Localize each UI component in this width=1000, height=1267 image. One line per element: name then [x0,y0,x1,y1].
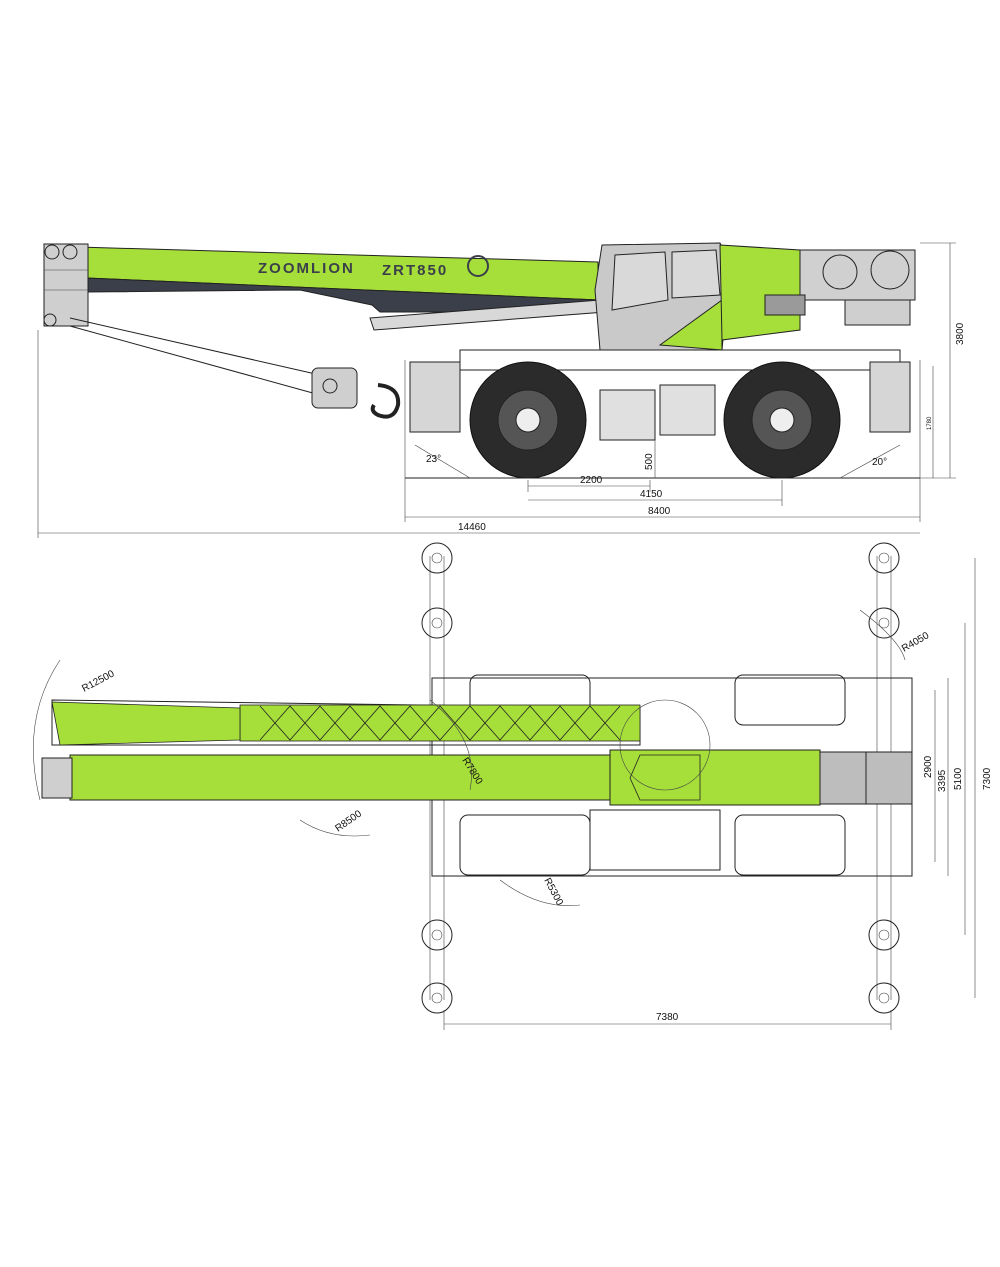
side-dimension-lines [37,242,956,538]
hoist-rope [69,317,321,376]
swing-radii [33,609,906,906]
boom-head [43,243,89,327]
operator-cab [594,242,731,351]
side-view: 2200 4150 8400 14460 500 3800 1780 23° 2… [37,242,966,538]
outrigger-pad-icon [421,542,453,574]
top-dimension-lines [443,558,976,1030]
dim-overall-height: 3800 [955,322,966,345]
dim-ground-clearance: 500 [644,453,655,470]
dim-radius-boom: R8500 [333,808,364,834]
lattice-jib [51,699,641,746]
superstructure [719,244,916,341]
chassis [409,349,911,441]
cab-top [589,809,721,871]
brand-model-text: ZRT850 [382,262,448,279]
dim-outrigger-full-width: 7300 [982,767,993,790]
dim-departure-angle: 20° [872,457,887,468]
brand-emblem-icon [467,255,489,277]
rear-wheel-icon [723,361,841,479]
dim-wheelbase-outer: 8400 [648,506,671,517]
dim-body-width: 2900 [923,755,934,778]
side-dimension-labels: 2200 4150 8400 14460 500 3800 1780 23° 2… [426,322,966,533]
top-dimension-labels: 7380 7300 5100 3395 2900 R12500 R8500 R7… [80,630,993,1023]
hook-block-icon [311,367,401,419]
dim-radius-tail: R4050 [900,630,931,654]
main-boom-top [41,699,913,806]
dim-radius-front: R5300 [541,876,565,908]
dim-approach-angle: 23° [426,454,441,465]
dim-axle-height: 1780 [927,416,933,430]
dim-outrigger-mid-width: 5100 [953,767,964,790]
top-view: 7380 7300 5100 3395 2900 R12500 R8500 R7… [33,542,993,1030]
dim-track-width: 3395 [937,769,948,792]
outrigger-pads [421,542,900,1014]
dim-radius-jib: R12500 [80,668,116,694]
brand-logo-text: ZOOMLION [258,260,355,277]
dim-outrigger-span-length: 7380 [656,1012,679,1023]
front-wheel-icon [469,361,587,479]
dim-overall-length: 14460 [458,522,486,533]
dim-front-overhang: 2200 [580,475,603,486]
dim-axle-span: 4150 [640,489,663,500]
